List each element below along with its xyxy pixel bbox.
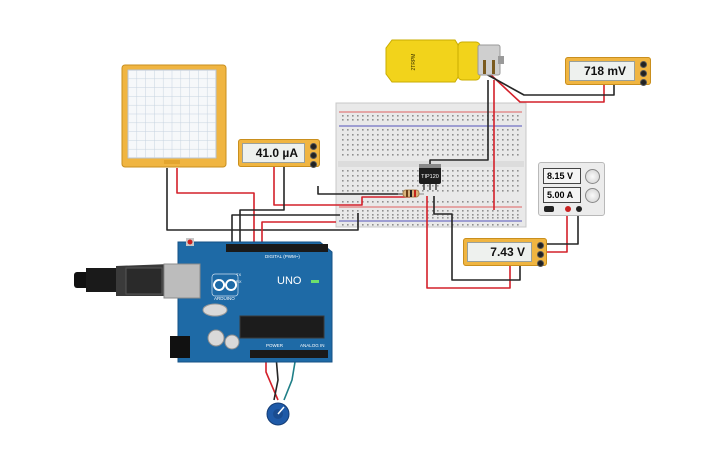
tx-label: TX <box>236 272 241 277</box>
wire-black <box>239 167 285 246</box>
multimeter-motor-voltage[interactable]: 718 mV <box>565 57 651 86</box>
wire-black <box>485 73 615 96</box>
psu-power-switch[interactable] <box>544 206 554 212</box>
wire-teal <box>283 355 297 401</box>
power-supply[interactable]: 8.15 V 5.00 A <box>538 162 605 216</box>
wire-black <box>317 186 418 195</box>
multimeter-transistor-voltage[interactable]: 7.43 V <box>463 238 547 267</box>
psu-current-knob[interactable] <box>585 188 600 203</box>
wire-black <box>231 214 340 246</box>
wire-black <box>273 355 279 401</box>
psu-positive-terminal[interactable] <box>565 206 571 212</box>
psu-negative-terminal[interactable] <box>576 206 582 212</box>
wire-black <box>546 206 579 245</box>
psu-voltage-knob[interactable] <box>585 169 600 184</box>
psu-current-display: 5.00 A <box>543 187 581 203</box>
resistor[interactable] <box>398 189 424 198</box>
arduino-uno[interactable]: UNO ARDUINO DIGITAL (PWM~) POWER ANALOG … <box>74 238 333 363</box>
motor-label: 2TRPM <box>411 54 417 71</box>
dc-motor[interactable]: 2TRPM <box>385 39 504 83</box>
wire-red <box>261 221 336 246</box>
rx-label: RX <box>236 279 242 284</box>
analog-header-label: ANALOG IN <box>300 343 325 348</box>
power-header-label: POWER <box>266 343 284 348</box>
multimeter-current[interactable]: 41.0 µA <box>238 139 320 168</box>
transistor-label: TIP120 <box>421 174 439 180</box>
arduino-model: UNO <box>277 275 302 287</box>
wire-black <box>166 168 359 231</box>
wire-red <box>176 168 255 246</box>
wire-black <box>433 196 521 281</box>
digital-header-label: DIGITAL (PWM~) <box>265 254 300 259</box>
potentiometer[interactable] <box>266 402 290 426</box>
wire-red <box>489 73 605 103</box>
psu-voltage-display: 8.15 V <box>543 168 581 184</box>
arduino-brand: ARDUINO <box>214 296 235 301</box>
meter-display: 41.0 µA <box>242 143 305 163</box>
transistor-tip120[interactable]: TIP120 <box>419 164 441 190</box>
meter-display: 7.43 V <box>467 242 532 262</box>
wire-red <box>546 206 568 253</box>
meter-display: 718 mV <box>569 61 635 81</box>
wire-red <box>426 196 511 289</box>
wire-red <box>273 167 410 206</box>
wires <box>166 73 615 401</box>
oscilloscope[interactable] <box>121 64 227 168</box>
